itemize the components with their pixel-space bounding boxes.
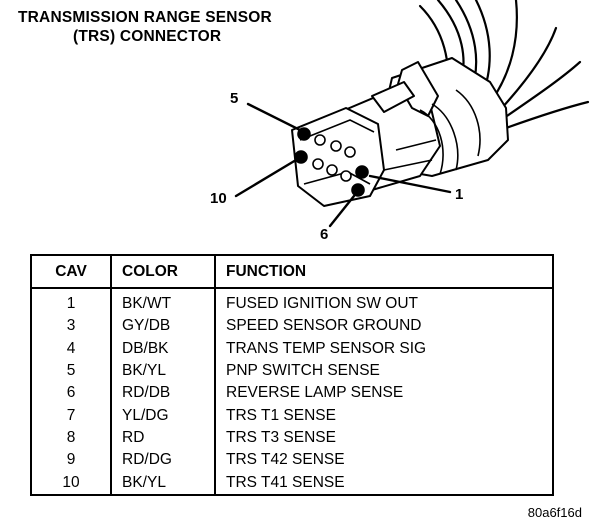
cavity bbox=[312, 158, 324, 170]
cavity bbox=[344, 146, 356, 158]
cell-color: BK/WT bbox=[111, 288, 216, 316]
cell-function: TRS T3 SENSE bbox=[226, 428, 336, 446]
cell-function: FUSED IGNITION SW OUT bbox=[226, 295, 419, 313]
leader-line-10 bbox=[234, 158, 298, 198]
cavity bbox=[330, 140, 342, 152]
cell-color: RD/DG bbox=[111, 449, 216, 472]
cell-function: REVERSE LAMP SENSE bbox=[226, 384, 404, 402]
cell-cav: 1 bbox=[31, 288, 112, 316]
trs-connector-illustration bbox=[234, 0, 590, 228]
cell-function: TRS T42 SENSE bbox=[226, 451, 345, 469]
cavity-1 bbox=[355, 165, 369, 179]
wire bbox=[498, 26, 558, 112]
table-row: 5 BK/YL PNP SWITCH SENSE bbox=[31, 359, 553, 383]
cell-color: DB/BK bbox=[111, 337, 216, 360]
table-row: 4 DB/BK TRANS TEMP SENSOR SIG bbox=[31, 337, 553, 360]
leader-line-5 bbox=[246, 102, 302, 132]
cell-cav: 4 bbox=[31, 337, 112, 360]
cell-function: TRS T41 SENSE bbox=[226, 473, 345, 491]
callout-cavity-5: 5 bbox=[230, 90, 239, 107]
cell-function: SPEED SENSOR GROUND bbox=[226, 317, 422, 335]
table-row: 8 RD TRS T3 SENSE bbox=[31, 426, 553, 450]
table-row: 6 RD/DB REVERSE LAMP SENSE bbox=[31, 382, 553, 405]
cell-cav: 10 bbox=[31, 471, 112, 495]
header-function: FUNCTION bbox=[215, 255, 553, 289]
cell-cav: 7 bbox=[31, 404, 112, 427]
title-line-1: TRANSMISSION RANGE SENSOR bbox=[18, 9, 272, 26]
cell-cav: 5 bbox=[31, 359, 112, 383]
cavity bbox=[340, 170, 352, 182]
connector-latch-tab bbox=[371, 81, 415, 113]
table-row: 3 GY/DB SPEED SENSOR GROUND bbox=[31, 315, 553, 338]
cell-cav: 6 bbox=[31, 382, 112, 405]
cavity-5 bbox=[297, 127, 311, 141]
header-cav: CAV bbox=[31, 255, 112, 289]
cell-cav: 9 bbox=[31, 449, 112, 472]
wire bbox=[490, 0, 518, 102]
leader-line-6 bbox=[328, 194, 356, 228]
header-color: COLOR bbox=[111, 255, 216, 289]
table-row: 9 RD/DG TRS T42 SENSE bbox=[31, 449, 553, 472]
wire bbox=[504, 100, 590, 130]
table-row: 1 BK/WT FUSED IGNITION SW OUT bbox=[31, 288, 553, 316]
face-edge bbox=[299, 119, 375, 141]
pinout-table: CAV COLOR FUNCTION 1 BK/WT FUSED IGNITIO… bbox=[30, 254, 554, 496]
cell-color: BK/YL bbox=[111, 471, 216, 495]
cavity-6 bbox=[351, 183, 365, 197]
housing-ridge bbox=[395, 139, 437, 151]
leader-line-1 bbox=[368, 174, 452, 194]
housing-ridge bbox=[431, 103, 459, 171]
cell-color: YL/DG bbox=[111, 404, 216, 427]
callout-cavity-1: 1 bbox=[455, 186, 464, 203]
callout-cavity-10: 10 bbox=[210, 190, 227, 207]
cavity-10 bbox=[294, 150, 308, 164]
table-row: 7 YL/DG TRS T1 SENSE bbox=[31, 404, 553, 427]
housing-ridge bbox=[419, 109, 444, 175]
table-row: 10 BK/YL TRS T41 SENSE bbox=[31, 471, 553, 495]
diagram-title: TRANSMISSION RANGE SENSOR (TRS) CONNECTO… bbox=[18, 8, 272, 46]
cell-color: GY/DB bbox=[111, 315, 216, 338]
cell-cav: 3 bbox=[31, 315, 112, 338]
callout-cavity-6: 6 bbox=[320, 226, 329, 243]
cell-function: PNP SWITCH SENSE bbox=[226, 362, 380, 380]
cell-color: BK/YL bbox=[111, 359, 216, 383]
cavity bbox=[326, 164, 338, 176]
title-line-2: (TRS) CONNECTOR bbox=[73, 28, 222, 45]
cavity bbox=[314, 134, 326, 146]
cell-cav: 8 bbox=[31, 426, 112, 450]
figure-id: 80a6f16d bbox=[527, 505, 582, 520]
cell-function: TRS T1 SENSE bbox=[226, 406, 336, 424]
table-header-row: CAV COLOR FUNCTION bbox=[31, 255, 553, 289]
housing-ridge bbox=[455, 89, 481, 157]
wire bbox=[502, 60, 582, 120]
housing-ridge bbox=[383, 159, 433, 171]
cell-color: RD/DB bbox=[111, 382, 216, 405]
cell-color: RD bbox=[111, 426, 216, 450]
cell-function: TRANS TEMP SENSOR SIG bbox=[226, 339, 427, 357]
